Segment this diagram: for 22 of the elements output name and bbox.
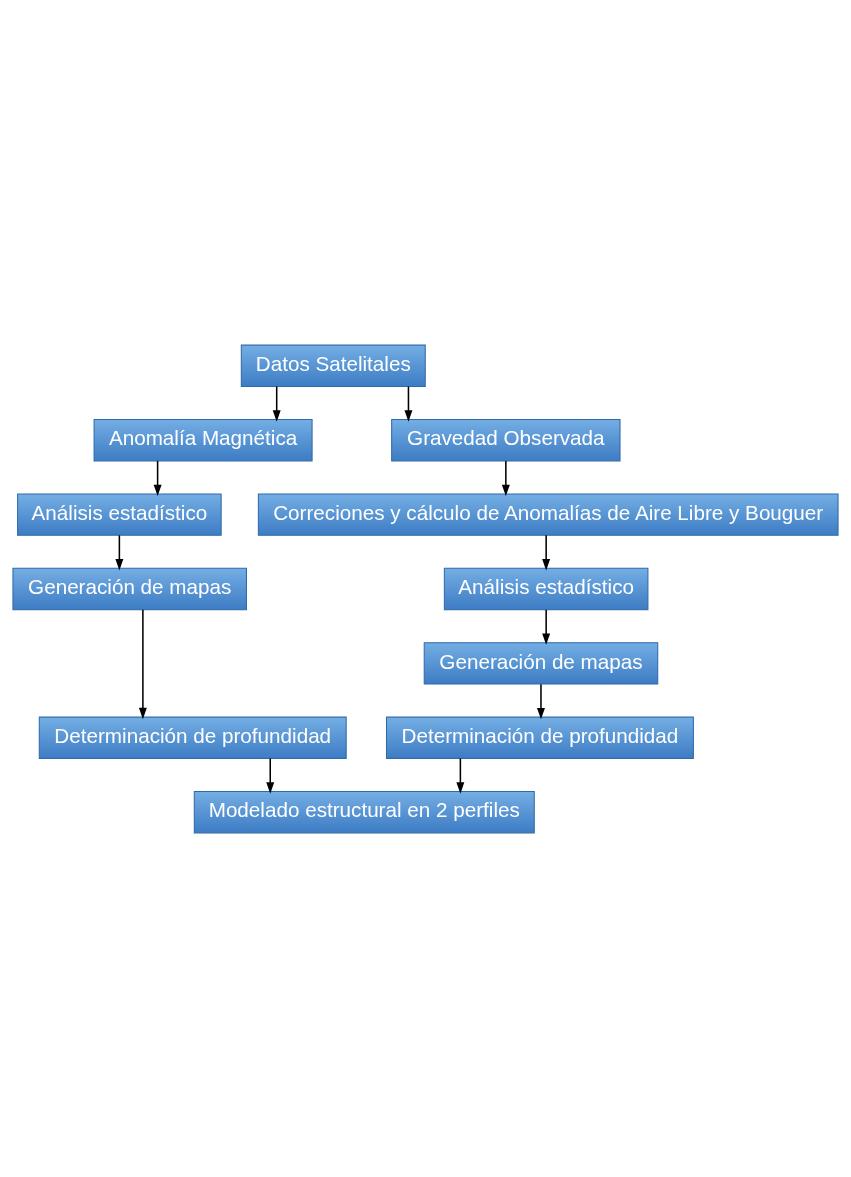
arrow	[272, 385, 281, 422]
node-box: Análisis estadístico	[17, 492, 222, 536]
arrow	[266, 757, 275, 794]
arrow	[501, 459, 510, 496]
node-box: Modelado estructural en 2 perfiles	[193, 790, 535, 833]
node-box: Generación de mapas	[423, 641, 659, 685]
arrow	[404, 385, 413, 422]
node-box: Determinación de profundidad	[38, 716, 347, 759]
arrow	[542, 608, 551, 645]
arrow	[456, 757, 465, 794]
arrow	[115, 534, 124, 570]
node-box: Datos Satelitales	[240, 344, 426, 387]
arrow	[138, 608, 147, 719]
arrow	[537, 682, 545, 719]
node-box: Análisis estadístico	[443, 567, 649, 610]
node-box: Generación de mapas	[12, 567, 247, 610]
node-box: Anomalía Magnética	[93, 418, 313, 461]
node-box: Correciones y cálculo de Anomalías de Aire Libre y Bouguer	[257, 492, 839, 536]
arrow	[542, 534, 551, 570]
arrow	[153, 459, 162, 496]
node-box: Gravedad Observada	[391, 418, 621, 461]
node-box: Determinación de profundidad	[385, 716, 694, 759]
